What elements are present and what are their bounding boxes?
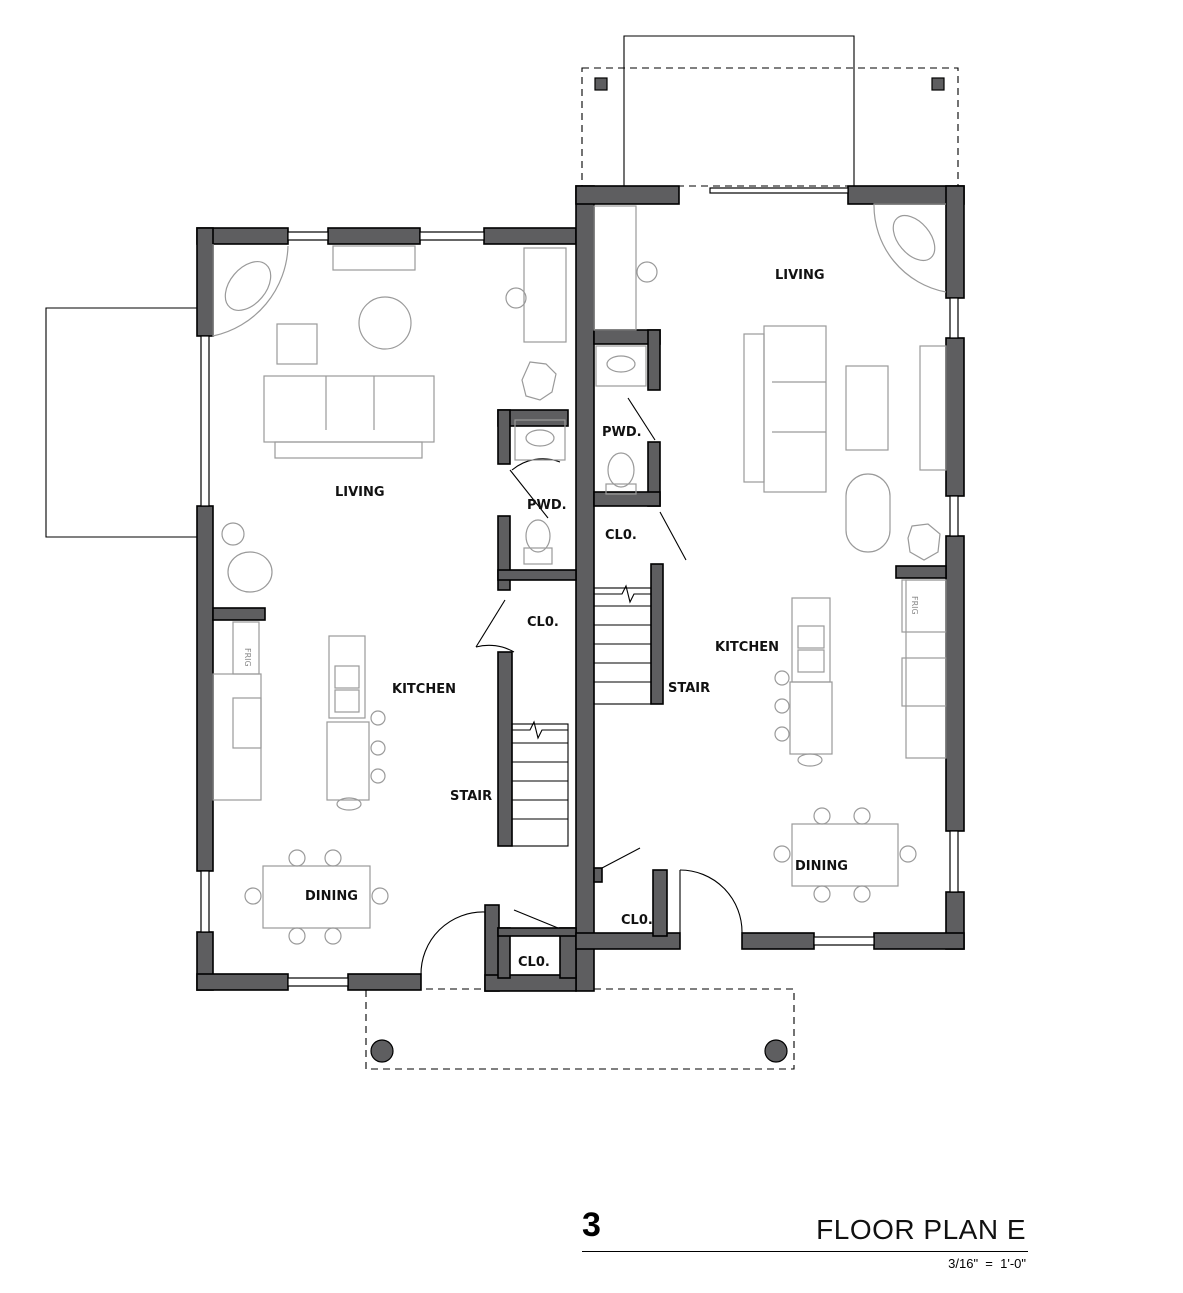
right-closet-upper-label: CL0. [605, 528, 637, 543]
rear-porch-canopy [581, 35, 959, 187]
left-unit-walls [196, 185, 595, 992]
right-unit-windows [709, 187, 959, 946]
porch-column-left [370, 1039, 394, 1063]
left-furniture [212, 244, 567, 945]
right-stair-label: STAIR [668, 681, 710, 696]
drawing-scale: 3/16" = 1'-0" [948, 1256, 1026, 1271]
doors [212, 397, 743, 976]
left-powder-label: PWD. [527, 498, 567, 513]
left-stair [511, 720, 569, 847]
left-living-label: LIVING [335, 485, 385, 500]
right-stair [593, 584, 652, 705]
left-stair-label: STAIR [450, 789, 492, 804]
title-block: 3 FLOOR PLAN E 3/16" = 1'-0" [582, 1200, 1028, 1280]
left-kitchen-label: KITCHEN [392, 682, 456, 697]
left-dining-label: DINING [305, 889, 358, 904]
title-underline [582, 1251, 1028, 1252]
right-dining-label: DINING [795, 859, 848, 874]
left-closet-upper-label: CL0. [527, 615, 559, 630]
porch-post-left [594, 77, 608, 91]
left-unit-windows [200, 231, 485, 987]
left-patio [45, 307, 197, 538]
right-unit-walls [575, 185, 965, 950]
drawing-title: FLOOR PLAN E [816, 1214, 1026, 1245]
right-closet-entry-label: CL0. [621, 913, 653, 928]
left-fridge-label: FRIG [243, 648, 252, 667]
right-kitchen-label: KITCHEN [715, 640, 779, 655]
porch-post-right [931, 77, 945, 91]
floor-plan-drawing: FRIG FRIG LIVING KITCHEN DINING STAIR PW… [45, 35, 965, 1070]
front-porch-canopy [365, 988, 795, 1070]
right-fridge-label: FRIG [910, 596, 919, 615]
left-closet-entry-label: CL0. [518, 955, 550, 970]
right-powder-label: PWD. [602, 425, 642, 440]
right-furniture [593, 203, 947, 903]
sheet-number: 3 [582, 1206, 601, 1244]
porch-column-right [764, 1039, 788, 1063]
right-living-label: LIVING [775, 268, 825, 283]
